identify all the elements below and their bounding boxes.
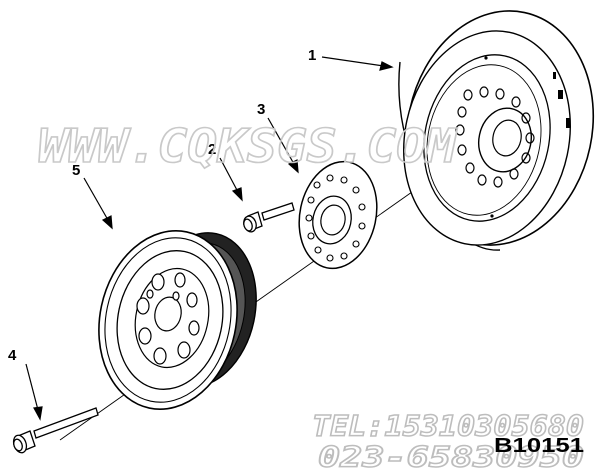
callout-2: 2 — [208, 141, 216, 158]
damper-bolt-holes — [455, 86, 535, 188]
callout-1: 1 — [308, 47, 316, 64]
timing-marks — [484, 56, 570, 218]
callout-5: 5 — [72, 162, 80, 179]
figure-id: B10151 — [494, 435, 584, 457]
watermark-site: WWW.CQKSGS.COM — [38, 119, 457, 173]
adapter-plate — [298, 160, 378, 270]
long-capscrew — [12, 407, 99, 454]
vibration-damper — [398, 10, 595, 251]
short-capscrew — [243, 202, 295, 233]
plate-bolt-holes — [305, 174, 366, 262]
pulley-holes — [136, 272, 200, 365]
callout-4: 4 — [8, 347, 17, 364]
watermark-tel: TEL:15310305680 — [312, 410, 584, 443]
watermark-tel-2: 023-65830950 — [318, 441, 584, 472]
callout-3: 3 — [257, 101, 265, 118]
crankshaft-pulley — [98, 230, 257, 410]
leader-arrows — [25, 56, 394, 421]
